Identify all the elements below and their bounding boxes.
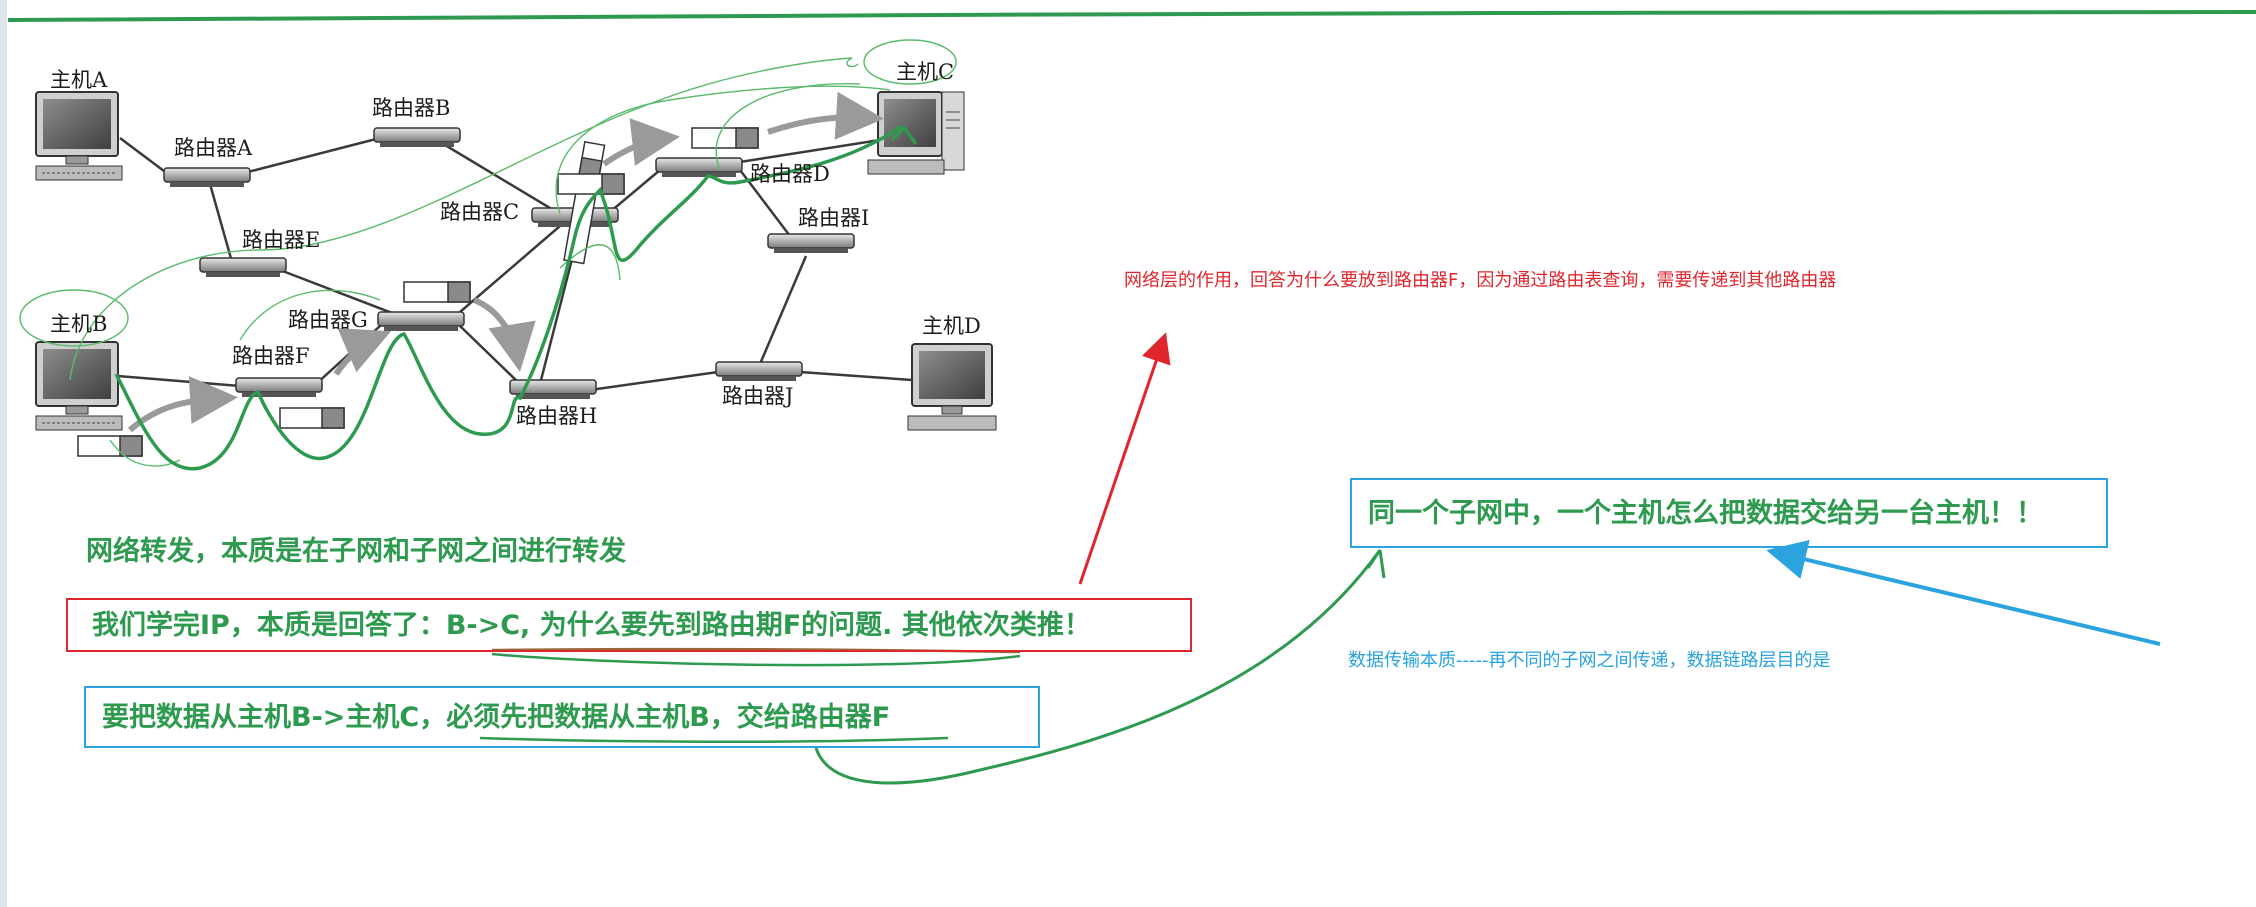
packet-near-routerC <box>557 173 625 195</box>
same-subnet-text: 同一个子网中，一个主机怎么把数据交给另一台主机！！ <box>1368 497 2043 529</box>
host-b-computer <box>35 341 123 431</box>
forwarding-essence-text: 网络转发，本质是在子网和子网之间进行转发 <box>86 536 626 567</box>
host-c-label: 主机C <box>896 60 955 84</box>
green-underline-1 <box>491 652 1021 667</box>
router-d <box>655 157 743 177</box>
router-e-label: 路由器E <box>242 228 321 252</box>
packet-near-routerF <box>279 407 345 429</box>
link-routerJ-hostD <box>799 370 913 382</box>
data-transfer-note: 数据传输本质-----再不同的子网之间传递，数据链路层目的是 <box>1348 650 1831 671</box>
host-d-label: 主机D <box>922 314 981 338</box>
link-routerH-routerJ <box>589 370 719 392</box>
hostC-circle <box>863 39 957 85</box>
link-hostB-routerF <box>117 374 241 388</box>
link-routerJ-routerI <box>758 255 808 365</box>
b-to-c-text: 要把数据从主机B->主机C，必须先把数据从主机B，交给路由器F <box>102 701 891 733</box>
data-packets <box>77 127 759 457</box>
top-green-line <box>7 10 2256 22</box>
packet-near-routerD <box>691 127 759 149</box>
network-layer-note: 网络层的作用，回答为什么要放到路由器F，因为通过路由表查询，需要传递到其他路由器 <box>1124 270 1837 291</box>
ip-answer-box: 我们学完IP，本质是回答了：B->C, 为什么要先到路由期F的问题. 其他依次类… <box>66 598 1192 652</box>
link-routerA-routerB <box>239 136 381 176</box>
hostB-circle <box>19 289 129 347</box>
router-f <box>235 377 323 397</box>
link-routerE-routerG <box>279 268 401 318</box>
router-g-label: 路由器G <box>288 308 368 332</box>
blue-arrow <box>1766 539 2161 646</box>
packet-near-hostB <box>77 435 143 457</box>
red-arrow <box>1078 332 1171 585</box>
link-hostA-routerA <box>119 137 169 175</box>
host-d-computer <box>907 343 997 431</box>
green-curve-to-box <box>814 549 1386 785</box>
router-d-label: 路由器D <box>750 162 830 186</box>
router-j-label: 路由器J <box>722 384 794 408</box>
link-routerA-routerE <box>208 183 234 263</box>
b-to-c-box: 要把数据从主机B->主机C，必须先把数据从主机B，交给路由器F <box>84 686 1040 748</box>
router-g <box>377 311 465 331</box>
host-a-computer <box>35 91 123 181</box>
router-b-label: 路由器B <box>372 96 451 120</box>
host-c-computer <box>867 91 965 175</box>
host-a-label: 主机A <box>50 68 108 92</box>
packet-near-routerG <box>403 281 471 303</box>
router-a-label: 路由器A <box>174 136 253 160</box>
router-f-label: 路由器F <box>232 344 310 368</box>
link-routerC-routerG <box>459 225 561 313</box>
router-j <box>715 361 803 381</box>
same-subnet-box: 同一个子网中，一个主机怎么把数据交给另一台主机！！ <box>1350 478 2108 548</box>
router-i-label: 路由器I <box>798 206 870 230</box>
host-b-label: 主机B <box>50 312 108 336</box>
router-a <box>163 167 251 187</box>
green-path-b-to-c <box>114 124 903 471</box>
window-left-edge <box>0 0 7 907</box>
link-routerD-hostC <box>739 138 881 164</box>
ip-answer-text: 我们学完IP，本质是回答了：B->C, 为什么要先到路由期F的问题. 其他依次类… <box>92 609 1091 641</box>
router-b <box>373 127 461 147</box>
router-h <box>509 379 597 399</box>
link-routerB-routerC <box>439 140 561 216</box>
router-i <box>767 233 855 253</box>
router-c-label: 路由器C <box>440 200 520 224</box>
link-routerC-routerD <box>609 169 661 213</box>
router-h-label: 路由器H <box>516 404 598 428</box>
router-e <box>199 257 287 277</box>
green-underline-2 <box>479 736 949 744</box>
green-check-at-hostC <box>890 125 918 146</box>
